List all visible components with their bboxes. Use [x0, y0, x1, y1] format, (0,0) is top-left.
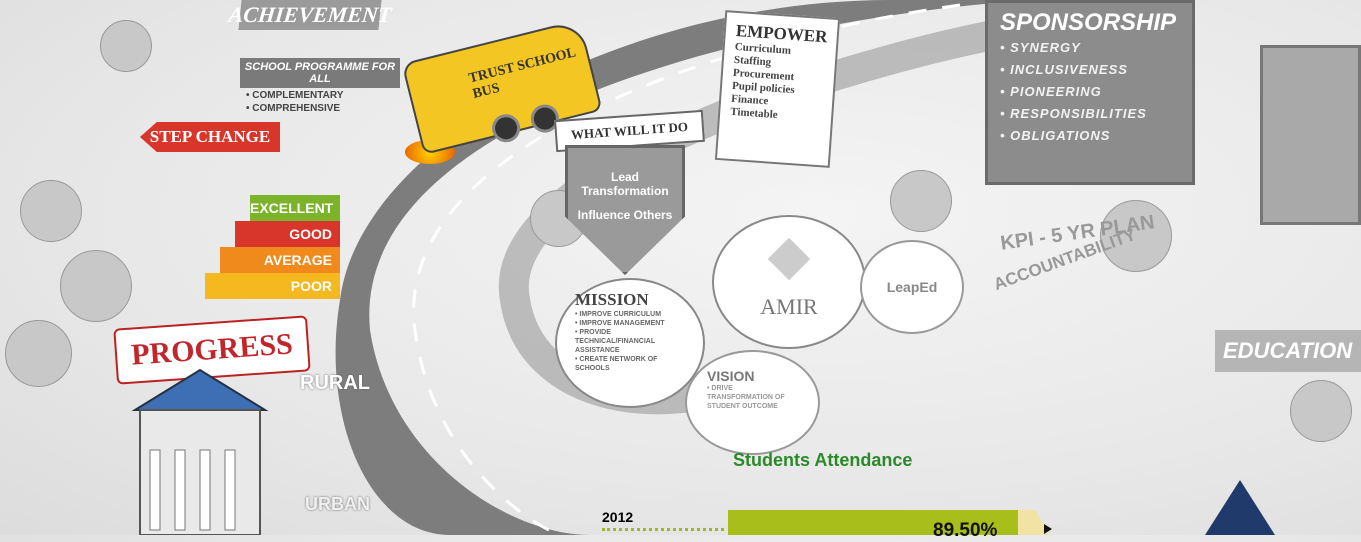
stair-good: GOOD	[235, 221, 340, 247]
attendance-value: 89.50%	[933, 520, 998, 541]
right-board	[1260, 45, 1361, 225]
attendance-bar	[728, 510, 1023, 535]
step-change-flag: STEP CHANGE	[140, 122, 280, 152]
vision-title: VISION	[707, 368, 755, 384]
stair-poor: POOR	[205, 273, 340, 299]
sponsorship-board: SPONSORSHIP • SYNERGY • INCLUSIVENESS • …	[985, 0, 1195, 185]
tree-icon	[1290, 380, 1352, 442]
sponsorship-item: • PIONEERING	[1000, 84, 1102, 99]
amir-logo-icon	[767, 237, 811, 281]
urban-label: URBAN	[305, 494, 370, 514]
amir-label: AMIR	[760, 294, 818, 319]
amir-bubble: AMIR	[712, 215, 866, 349]
school-programme-item: • COMPLEMENTARY	[246, 90, 344, 101]
education-banner: EDUCATION	[1215, 330, 1361, 372]
shield-text: Influence Others	[577, 208, 673, 222]
tree-icon	[1100, 200, 1172, 272]
stair-excellent: EXCELLENT	[250, 195, 340, 221]
sponsorship-item: • INCLUSIVENESS	[1000, 62, 1128, 77]
arrow-right-icon	[1044, 524, 1052, 534]
vision-bubble: VISION • DRIVE TRANSFORMATION OF STUDENT…	[685, 350, 820, 455]
tree-icon	[20, 180, 82, 242]
mission-item: • PROVIDE TECHNICAL/FINANCIAL ASSISTANCE	[575, 329, 655, 354]
tree-icon	[60, 250, 132, 322]
mission-bubble: MISSION • IMPROVE CURRICULUM • IMPROVE M…	[555, 278, 705, 408]
mission-item: • IMPROVE CURRICULUM	[575, 311, 662, 318]
tree-icon	[890, 170, 952, 232]
sponsorship-item: • SYNERGY	[1000, 40, 1081, 55]
attendance-year: 2012	[602, 509, 634, 525]
mission-title: MISSION	[575, 290, 649, 309]
rural-label: RURAL	[300, 372, 370, 394]
shield-text: Lead Transformation	[581, 170, 669, 198]
bus-label: TRUST SCHOOL BUS	[467, 45, 577, 103]
sponsorship-item: • RESPONSIBILITIES	[1000, 106, 1147, 121]
stair-average: AVERAGE	[220, 247, 340, 273]
mission-item: • CREATE NETWORK OF SCHOOLS	[575, 356, 658, 372]
vision-item: • DRIVE TRANSFORMATION OF STUDENT OUTCOM…	[707, 385, 785, 410]
tree-icon	[5, 320, 72, 387]
school-programme-item: • COMPREHENSIVE	[246, 103, 341, 114]
school-programme-title: SCHOOL PROGRAMME FOR ALL	[240, 58, 400, 88]
sponsorship-item: • OBLIGATIONS	[1000, 128, 1111, 143]
attendance-leader-dots	[602, 528, 724, 531]
empower-notepad: EMPOWER Curriculum Staffing Procurement …	[714, 10, 841, 168]
tree-icon	[100, 20, 152, 72]
school-programme-sign: SCHOOL PROGRAMME FOR ALL • COMPLEMENTARY…	[240, 58, 400, 114]
sponsorship-title: SPONSORSHIP	[1000, 9, 1177, 36]
progress-stairs: EXCELLENT GOOD AVERAGE POOR	[200, 195, 340, 299]
school-building-icon	[131, 368, 269, 535]
triangle-up-icon[interactable]	[1205, 480, 1275, 535]
mission-item: • IMPROVE MANAGEMENT	[575, 320, 665, 327]
achievement-banner: ACHIEVEMENT	[227, 0, 393, 30]
leaped-bubble: LeapEd	[860, 240, 964, 334]
attendance-title: Students Attendance	[733, 450, 913, 470]
